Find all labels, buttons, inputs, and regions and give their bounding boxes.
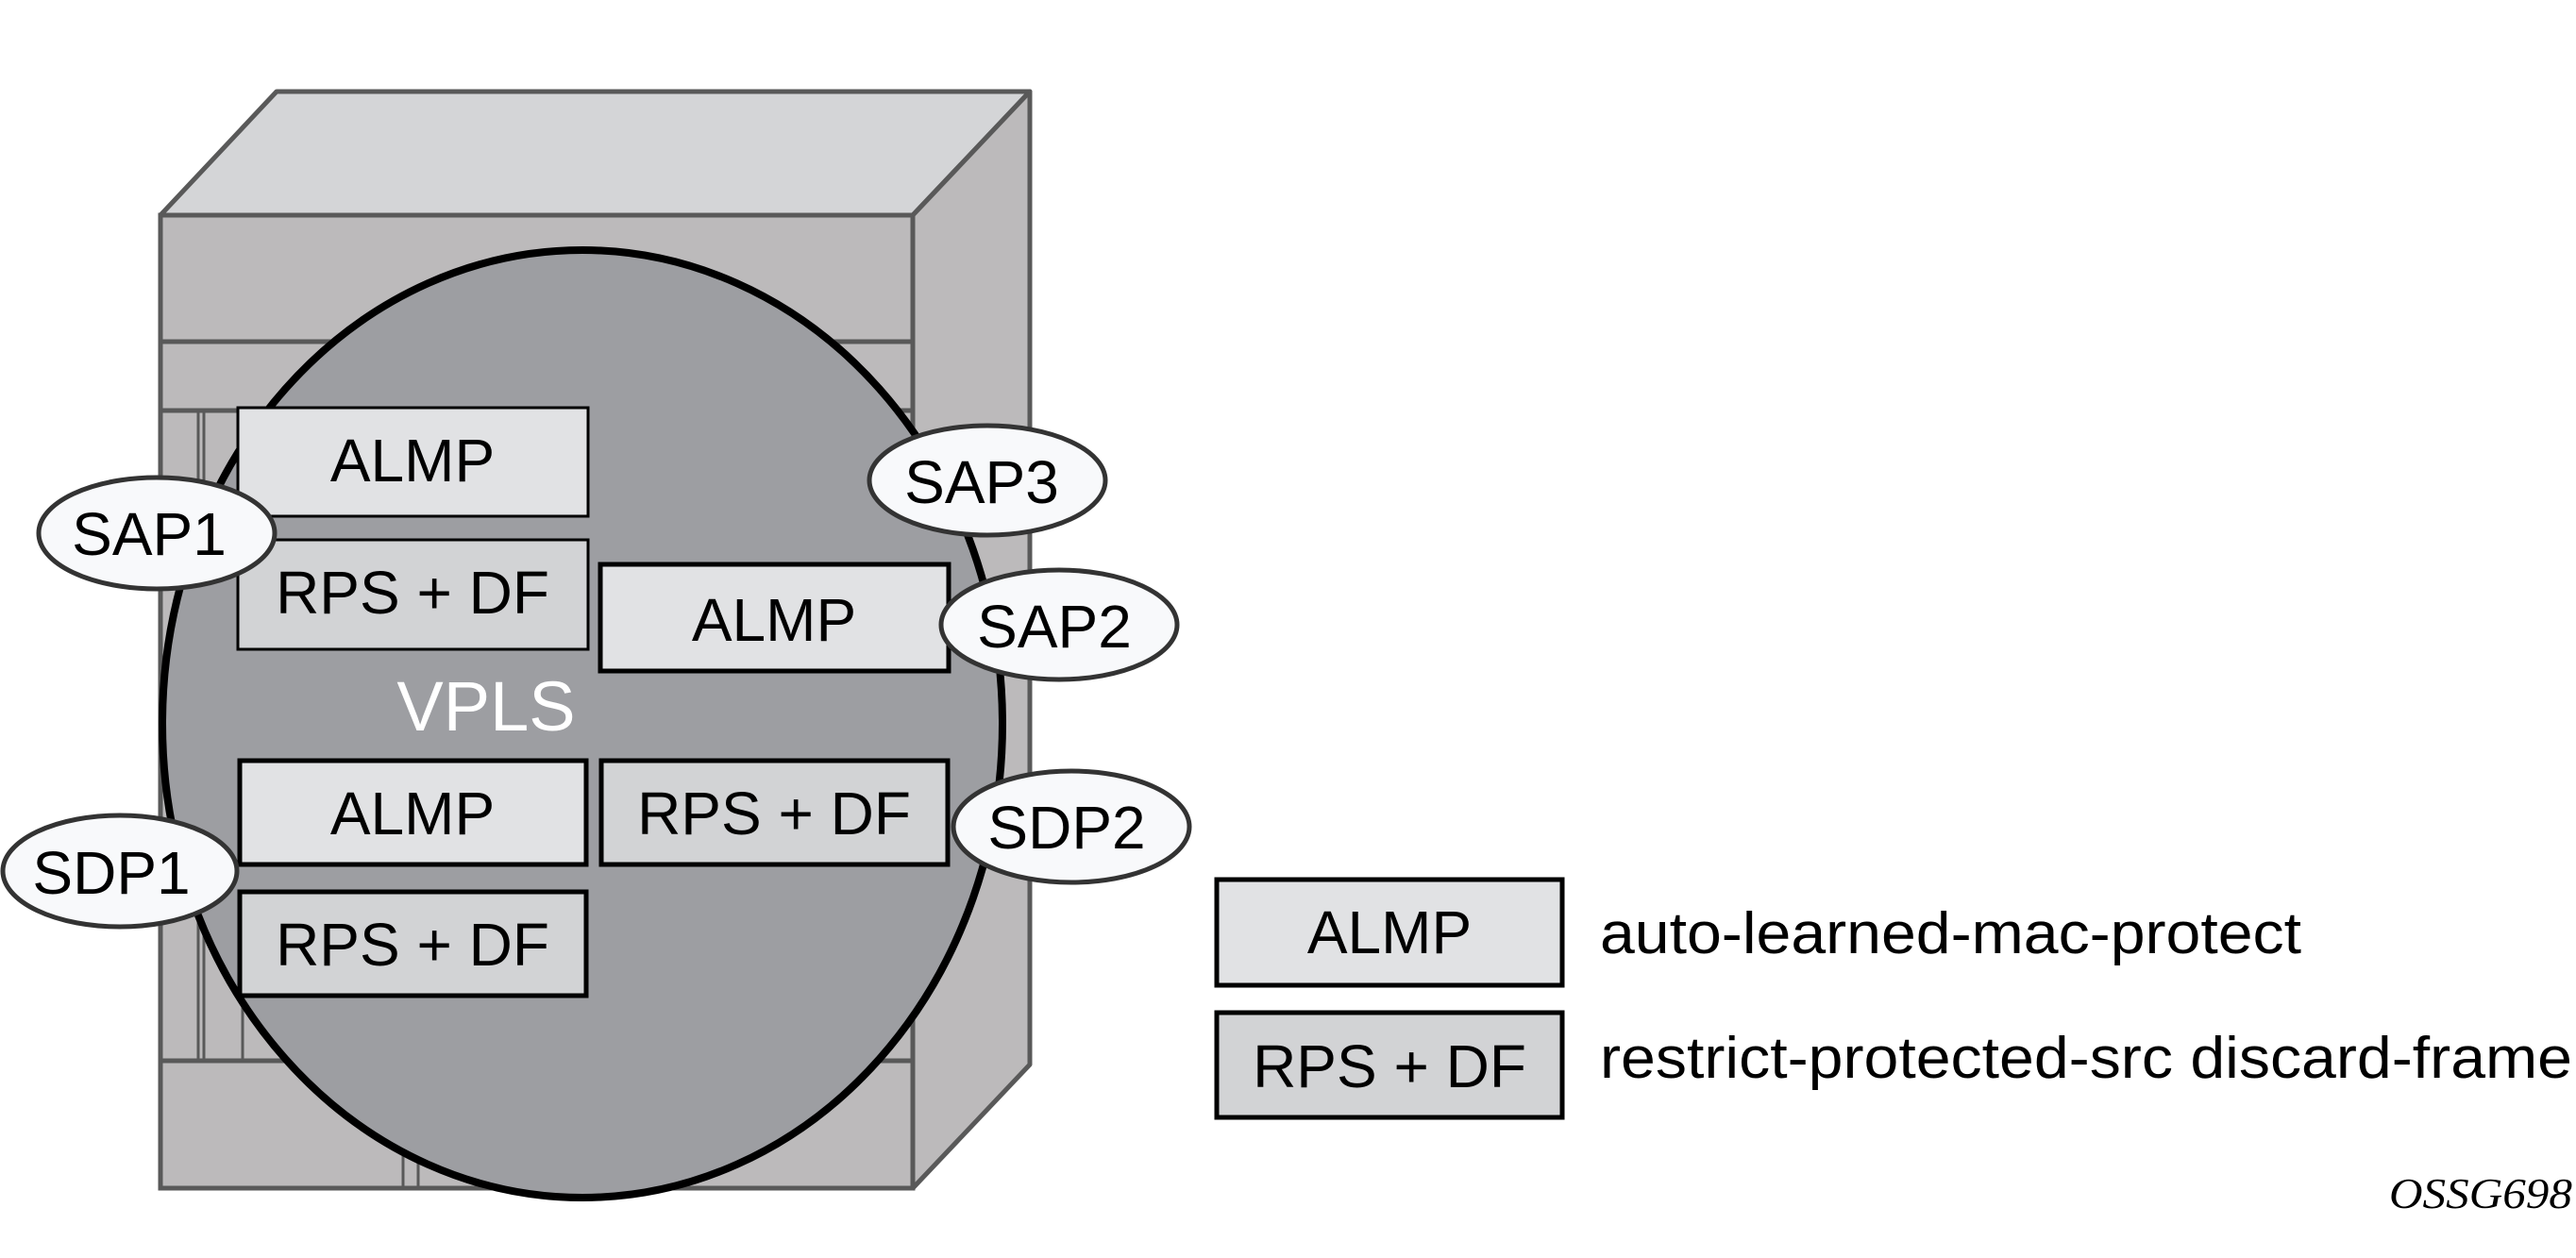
endpoint-label: SDP2	[987, 794, 1145, 862]
protection-box-almp-sdp1: ALMP	[237, 758, 589, 867]
box-label: ALMP	[330, 780, 495, 847]
box-label: ALMP	[330, 427, 495, 495]
legend: ALMP auto-learned-mac-protect RPS + DF r…	[1214, 877, 2572, 1120]
box-label: RPS + DF	[276, 559, 549, 627]
box-label: ALMP	[692, 586, 856, 654]
legend-description: restrict-protected-src discard-frame	[1600, 1026, 2572, 1091]
legend-key: RPS + DF	[1253, 1032, 1526, 1100]
endpoint-sap3: SAP3	[867, 423, 1108, 538]
cabinet-top-face	[158, 89, 1033, 218]
protection-box-rps-sdp2: RPS + DF	[598, 758, 951, 867]
protection-box-rps-sap1: RPS + DF	[236, 538, 590, 651]
endpoint-sdp1: SDP1	[0, 813, 240, 930]
protection-box-rps-sdp1: RPS + DF	[237, 889, 589, 998]
endpoint-label: SAP1	[72, 500, 227, 568]
vpls-label: VPLS	[396, 667, 575, 746]
legend-item-rps: RPS + DF restrict-protected-src discard-…	[1214, 1010, 2572, 1120]
box-label: RPS + DF	[276, 911, 549, 979]
legend-description: auto-learned-mac-protect	[1600, 901, 2301, 966]
endpoint-label: SDP1	[32, 839, 190, 907]
endpoint-sap2: SAP2	[938, 567, 1180, 682]
legend-swatch	[1214, 1010, 1565, 1120]
endpoint-label: SAP3	[904, 448, 1059, 516]
legend-swatch	[1214, 877, 1565, 988]
vpls-instance	[159, 246, 1006, 1201]
figure-id: OSSG698	[2389, 1169, 2572, 1217]
protection-box-almp-sap1: ALMP	[236, 406, 590, 518]
legend-key: ALMP	[1307, 898, 1472, 966]
box-label: RPS + DF	[637, 780, 911, 847]
legend-item-almp: ALMP auto-learned-mac-protect	[1214, 877, 2301, 988]
endpoint-sdp2: SDP2	[951, 768, 1192, 885]
endpoint-label: SAP2	[977, 593, 1132, 661]
protection-box-almp-sap2: ALMP	[598, 562, 951, 674]
endpoint-sap1: SAP1	[36, 475, 278, 592]
